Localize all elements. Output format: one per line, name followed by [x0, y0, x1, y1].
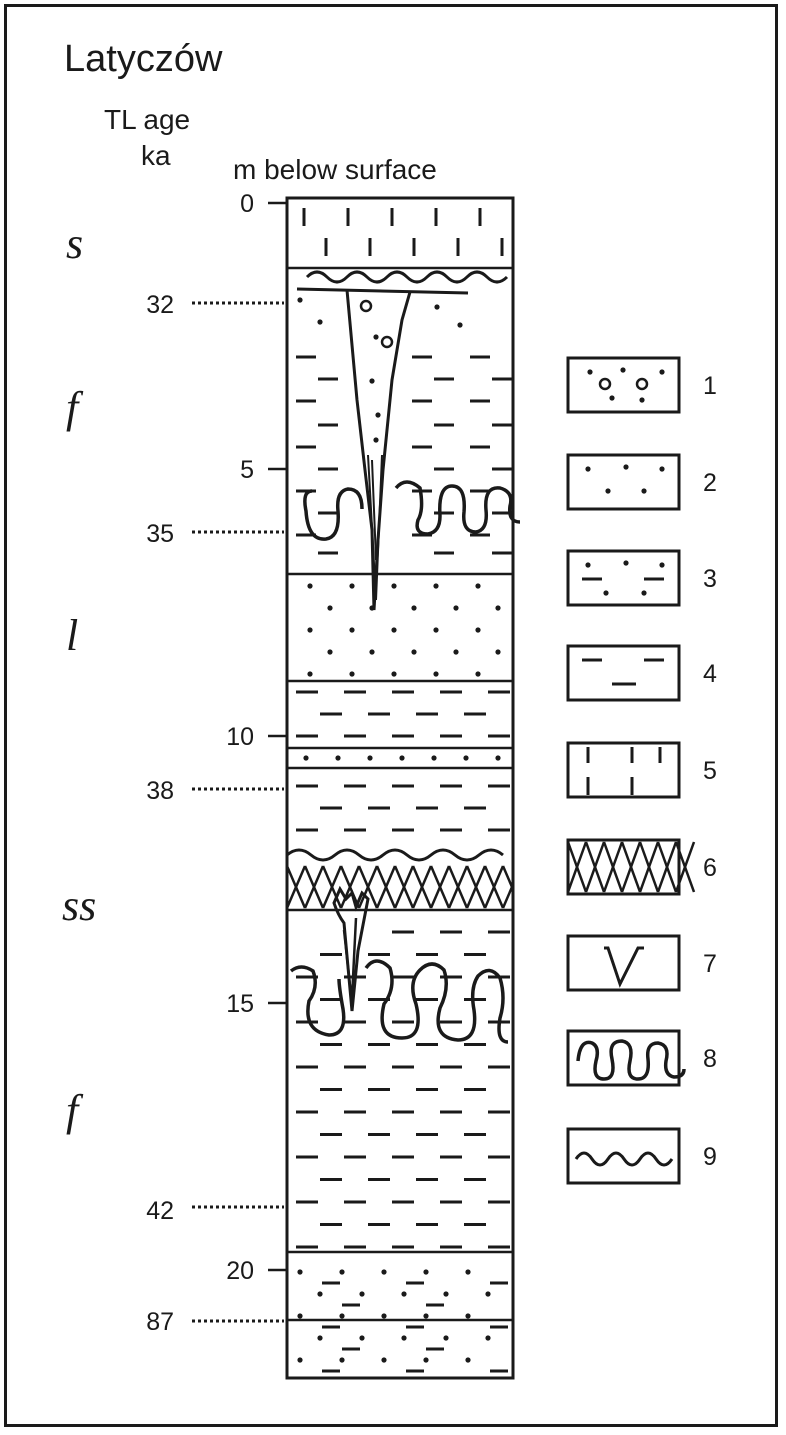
tl-age-38: 38 — [146, 777, 174, 805]
depth-axis: 0 5 10 15 20 — [226, 190, 287, 1285]
depth-label-15: 15 — [226, 990, 254, 1018]
legend-item-5: 5 — [566, 741, 717, 799]
legend-item-1: 1 — [566, 356, 717, 414]
legend-number: 2 — [703, 469, 717, 497]
log-column-outline — [285, 196, 515, 1380]
depth-axis-label: m below surface — [233, 154, 437, 185]
column-boundaries — [287, 266, 513, 1322]
small-wedge — [332, 885, 370, 1012]
legend-swatch — [566, 549, 681, 607]
legend-number: 8 — [703, 1045, 717, 1073]
tl-age-unit: ka — [141, 140, 171, 171]
legend-swatch — [566, 1127, 681, 1185]
erosion-surface-lower — [286, 848, 504, 862]
layer-paleosol — [287, 865, 513, 909]
legend-number: 3 — [703, 565, 717, 593]
layer-loess-lower — [296, 930, 510, 1249]
depth-label-20: 20 — [226, 1257, 254, 1285]
column-patterns — [287, 208, 513, 1373]
involutions-upper — [303, 480, 521, 541]
legend-number: 9 — [703, 1143, 717, 1171]
legend-item-3: 3 — [566, 549, 717, 607]
legend-item-2: 2 — [566, 453, 717, 511]
ice-wedge-root — [367, 454, 383, 601]
legend-number: 1 — [703, 372, 717, 400]
legend-number: 5 — [703, 757, 717, 785]
depth-label-10: 10 — [226, 723, 254, 751]
legend-item-8: 8 — [566, 1029, 717, 1087]
legend-swatch — [566, 934, 681, 992]
wedge-top — [296, 287, 469, 295]
legend-number: 7 — [703, 950, 717, 978]
small-wedge-inner — [342, 917, 358, 1005]
layer-loess-upper — [296, 297, 512, 555]
tl-age-35: 35 — [146, 520, 174, 548]
legend: 1 2 3 4 5 6 7 8 9 — [566, 356, 717, 1185]
legend-item-4: 4 — [566, 644, 717, 702]
site-title: Latyczów — [64, 38, 223, 80]
tl-age-label: TL age — [104, 104, 191, 135]
layer-loess-a — [296, 690, 510, 738]
figure-frame — [4, 4, 778, 1427]
legend-swatch — [566, 1029, 681, 1087]
tl-age-87: 87 — [146, 1308, 174, 1336]
erosion-surface — [305, 270, 509, 284]
layer-topsoil — [302, 208, 504, 256]
layer-sand — [307, 583, 501, 677]
legend-number: 4 — [703, 660, 717, 688]
legend-swatch — [566, 741, 681, 799]
unit-f-lower: f — [66, 1086, 84, 1135]
tl-ages: 32 35 38 42 87 — [146, 291, 284, 1336]
unit-l: l — [66, 611, 78, 660]
involutions-lower — [289, 959, 509, 1044]
legend-swatch — [566, 356, 681, 414]
depth-label-0: 0 — [240, 190, 254, 218]
legend-item-9: 9 — [566, 1127, 717, 1185]
layer-loess-b — [296, 784, 510, 832]
tl-age-42: 42 — [146, 1197, 174, 1225]
unit-symbols: s f l ss f — [62, 219, 96, 1135]
layer-thin-sand — [303, 755, 501, 761]
ice-wedge — [345, 289, 412, 611]
unit-f-upper: f — [66, 383, 84, 432]
legend-number: 6 — [703, 854, 717, 882]
legend-swatch — [566, 838, 681, 896]
column-features — [286, 270, 521, 1044]
unit-ss: ss — [62, 881, 96, 930]
depth-label-5: 5 — [240, 456, 254, 484]
legend-swatch — [566, 644, 681, 702]
legend-item-7: 7 — [566, 934, 717, 992]
legend-swatch — [566, 453, 681, 511]
legend-item-6: 6 — [566, 838, 717, 896]
tl-age-32: 32 — [146, 291, 174, 319]
layer-sandy-loess — [297, 1269, 508, 1373]
unit-s: s — [66, 219, 83, 268]
